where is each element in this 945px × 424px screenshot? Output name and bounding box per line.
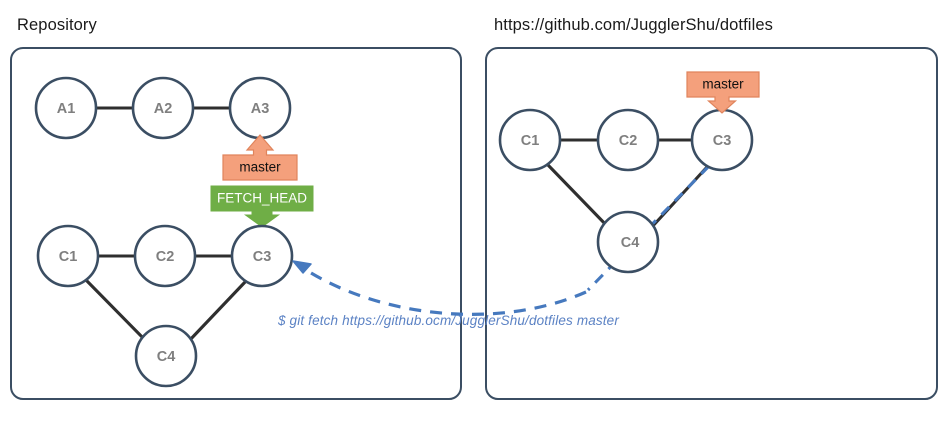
remote-panel bbox=[485, 47, 938, 400]
repository-panel-title: Repository bbox=[17, 16, 97, 34]
repository-panel bbox=[10, 47, 462, 400]
git-fetch-command-caption: $ git fetch https://github.ocm/JugglerSh… bbox=[278, 313, 619, 328]
remote-panel-title: https://github.com/JugglerShu/dotfiles bbox=[494, 16, 773, 34]
